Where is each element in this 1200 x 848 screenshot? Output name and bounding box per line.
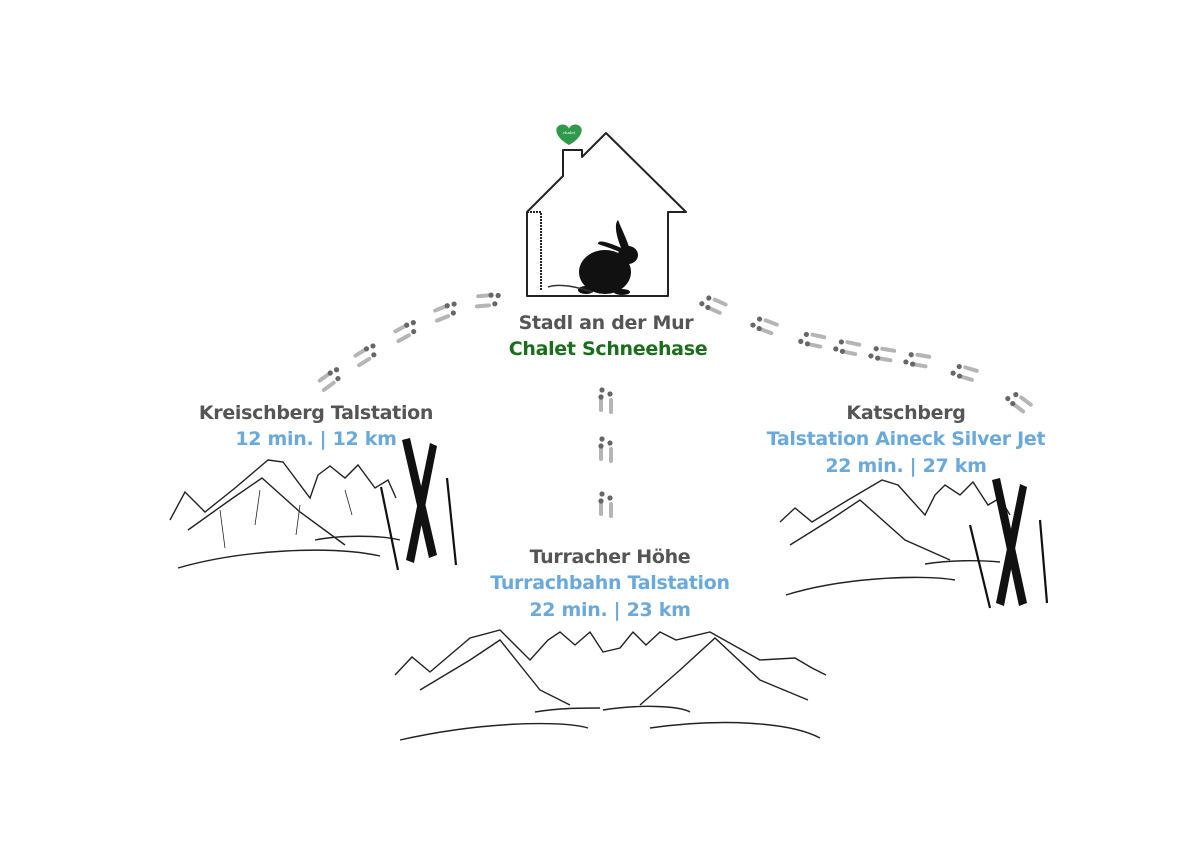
turracher-subtitle: Turrachbahn Talstation [490, 572, 730, 594]
footprint-streak [763, 318, 779, 327]
paw-print-icon [598, 443, 604, 449]
paw-print-icon [404, 322, 410, 328]
katschberg-title: Katschberg [846, 402, 966, 424]
paw-print-icon [803, 331, 809, 338]
turracher-title: Turracher Höhe [529, 546, 691, 568]
kreischberg-distance: 12 min. | 12 km [235, 428, 397, 450]
svg-text:chalet: chalet [563, 130, 576, 135]
paw-print-icon [599, 387, 605, 393]
footprint-streak [353, 347, 368, 358]
paw-print-icon [873, 346, 879, 352]
footprint-streak [1011, 402, 1026, 414]
katschberg-subtitle: Talstation Aineck Silver Jet [766, 428, 1046, 450]
footprint-streak [911, 362, 928, 369]
skis-icon [992, 478, 1027, 606]
ski-poles-icon [379, 477, 458, 571]
turracher-distance: 22 min. | 23 km [529, 599, 691, 621]
paw-print-icon [363, 346, 370, 352]
footprint-streak [915, 352, 932, 359]
paw-print-icon [956, 363, 962, 370]
paw-print-icon [451, 301, 457, 307]
footprint-streak [1019, 395, 1033, 407]
footprint-streak [475, 303, 491, 309]
paw-print-icon [756, 316, 763, 322]
paw-print-icon [411, 328, 417, 335]
footprint-streak [396, 333, 411, 344]
mountains-icon [169, 459, 401, 569]
footprint-streak [876, 356, 893, 363]
paw-print-icon [1005, 395, 1011, 402]
footprint-streak [433, 304, 449, 313]
paw-print-icon [910, 361, 916, 367]
paw-print-icon [705, 304, 711, 311]
paw-print-icon [956, 373, 963, 379]
paw-print-icon [607, 391, 613, 397]
paw-print-icon [798, 338, 804, 345]
paw-print-icon [908, 352, 914, 358]
paw-print-icon [706, 295, 712, 301]
footprint-streak [706, 305, 722, 315]
paw-print-icon [371, 352, 377, 358]
footprint-streak [880, 346, 897, 353]
paw-print-icon [1010, 400, 1016, 407]
footprint-streak [963, 365, 979, 373]
footprint-streak [758, 326, 774, 336]
paw-print-icon [450, 310, 456, 316]
mountains-icon [779, 479, 1011, 596]
footprint-streak [393, 323, 408, 334]
paw-print-icon [327, 370, 333, 376]
paw-print-icon [599, 491, 605, 497]
footprint-streak [810, 332, 827, 340]
paw-print-icon [750, 322, 756, 328]
paw-print-icon [492, 301, 498, 307]
paw-print-icon [833, 346, 839, 352]
ski-poles-icon [968, 519, 1049, 609]
paw-print-icon [607, 440, 613, 446]
footprint-streak [845, 340, 862, 347]
paw-print-icon [839, 348, 846, 354]
house-icon [526, 132, 687, 297]
footprint-streak [317, 371, 332, 383]
paw-print-icon [903, 359, 909, 365]
footprint-streak [476, 293, 493, 299]
footprint-streak [712, 297, 728, 307]
footprint-streak [958, 374, 974, 382]
footprint-streak [321, 380, 336, 392]
green-heart-logo-icon: chalet [556, 124, 582, 145]
home-name-label: Chalet Schneehase [508, 338, 708, 360]
kreischberg-title: Kreischberg Talstation [198, 402, 434, 424]
footprint-streak [841, 349, 858, 357]
paw-print-icon [598, 394, 604, 400]
paw-print-icon [370, 343, 376, 349]
paw-print-icon [444, 303, 450, 309]
paw-print-icon [868, 353, 874, 359]
paw-print-icon [495, 292, 501, 299]
paw-print-icon [333, 367, 340, 373]
paw-print-icon [607, 495, 613, 501]
footprint-streak [806, 342, 823, 349]
paw-print-icon [699, 301, 705, 307]
paw-print-icon [598, 498, 604, 504]
paw-print-icon [335, 375, 341, 382]
footprint-streak [435, 314, 451, 323]
paw-print-icon [599, 436, 605, 442]
skis-icon [402, 438, 437, 563]
footprint-streak [357, 356, 372, 368]
paw-print-icon [488, 292, 494, 298]
paw-print-icon [410, 320, 416, 326]
paw-print-icon [838, 339, 844, 345]
paw-print-icon [1013, 392, 1019, 398]
home-town-label: Stadl an der Mur [518, 312, 694, 334]
katschberg-distance: 22 min. | 27 km [825, 455, 987, 477]
paw-print-icon [804, 341, 811, 347]
paw-print-icon [875, 355, 881, 361]
tail-line [547, 284, 593, 293]
paw-print-icon [756, 325, 762, 332]
paw-print-icon [950, 370, 956, 376]
mountains-icon [394, 629, 827, 741]
